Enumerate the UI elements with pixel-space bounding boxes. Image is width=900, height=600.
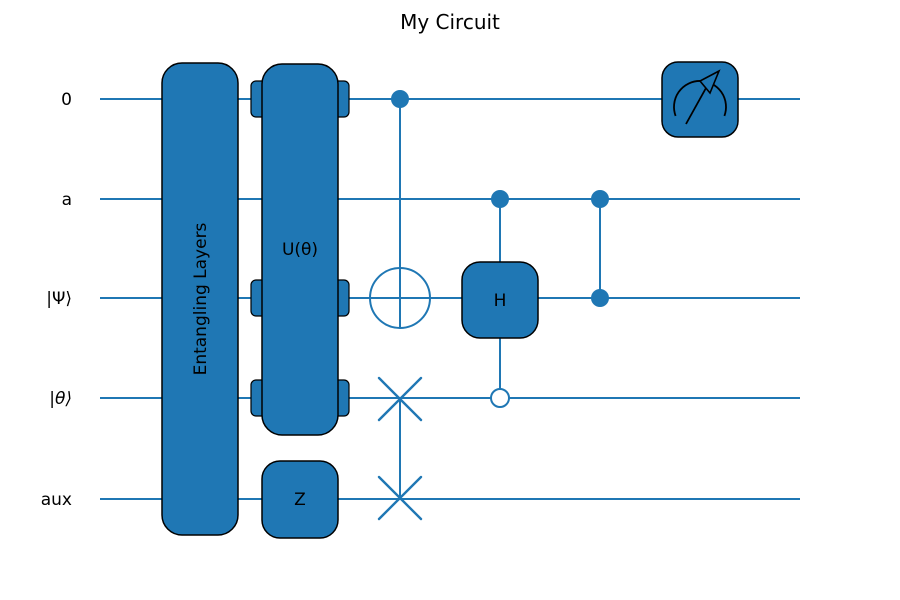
gate-cz — [591, 190, 609, 307]
wire-label-theta: |θ⟩ — [49, 389, 72, 409]
wire-label-aux: aux — [41, 490, 72, 510]
cnot-target-icon — [369, 267, 431, 329]
entangling-layers-box — [161, 62, 239, 536]
entangling-layers-label: Entangling Layers — [191, 222, 211, 375]
control-dot-icon — [591, 289, 609, 307]
control-dot-icon — [391, 90, 409, 108]
swap-x-icon — [377, 475, 423, 521]
control-dot-icon — [491, 190, 509, 208]
wire-label-0: 0 — [61, 90, 72, 110]
gate-cnot — [369, 90, 431, 329]
swap-x-icon — [377, 376, 423, 422]
gate-u-theta: U(θ) — [250, 63, 350, 436]
u-theta-label: U(θ) — [282, 240, 318, 260]
gauge-arrowhead-icon — [698, 69, 721, 95]
open-control-icon — [490, 388, 510, 408]
page-title: My Circuit — [400, 10, 500, 34]
gate-swap — [377, 376, 423, 521]
h-label: H — [494, 291, 507, 311]
wire-label-psi: |Ψ⟩ — [46, 289, 72, 309]
gate-z: Z — [261, 460, 339, 539]
gate-controlled-h: H — [461, 190, 539, 408]
wire-label-a: a — [62, 190, 72, 210]
measurement-gate — [661, 61, 739, 138]
gate-entangling-layers: Entangling Layers — [161, 62, 239, 536]
u-theta-box — [261, 63, 339, 436]
z-box — [261, 460, 339, 539]
gauge-needle-icon — [685, 87, 707, 125]
control-dot-icon — [591, 190, 609, 208]
h-box — [461, 261, 539, 339]
z-label: Z — [294, 490, 306, 510]
